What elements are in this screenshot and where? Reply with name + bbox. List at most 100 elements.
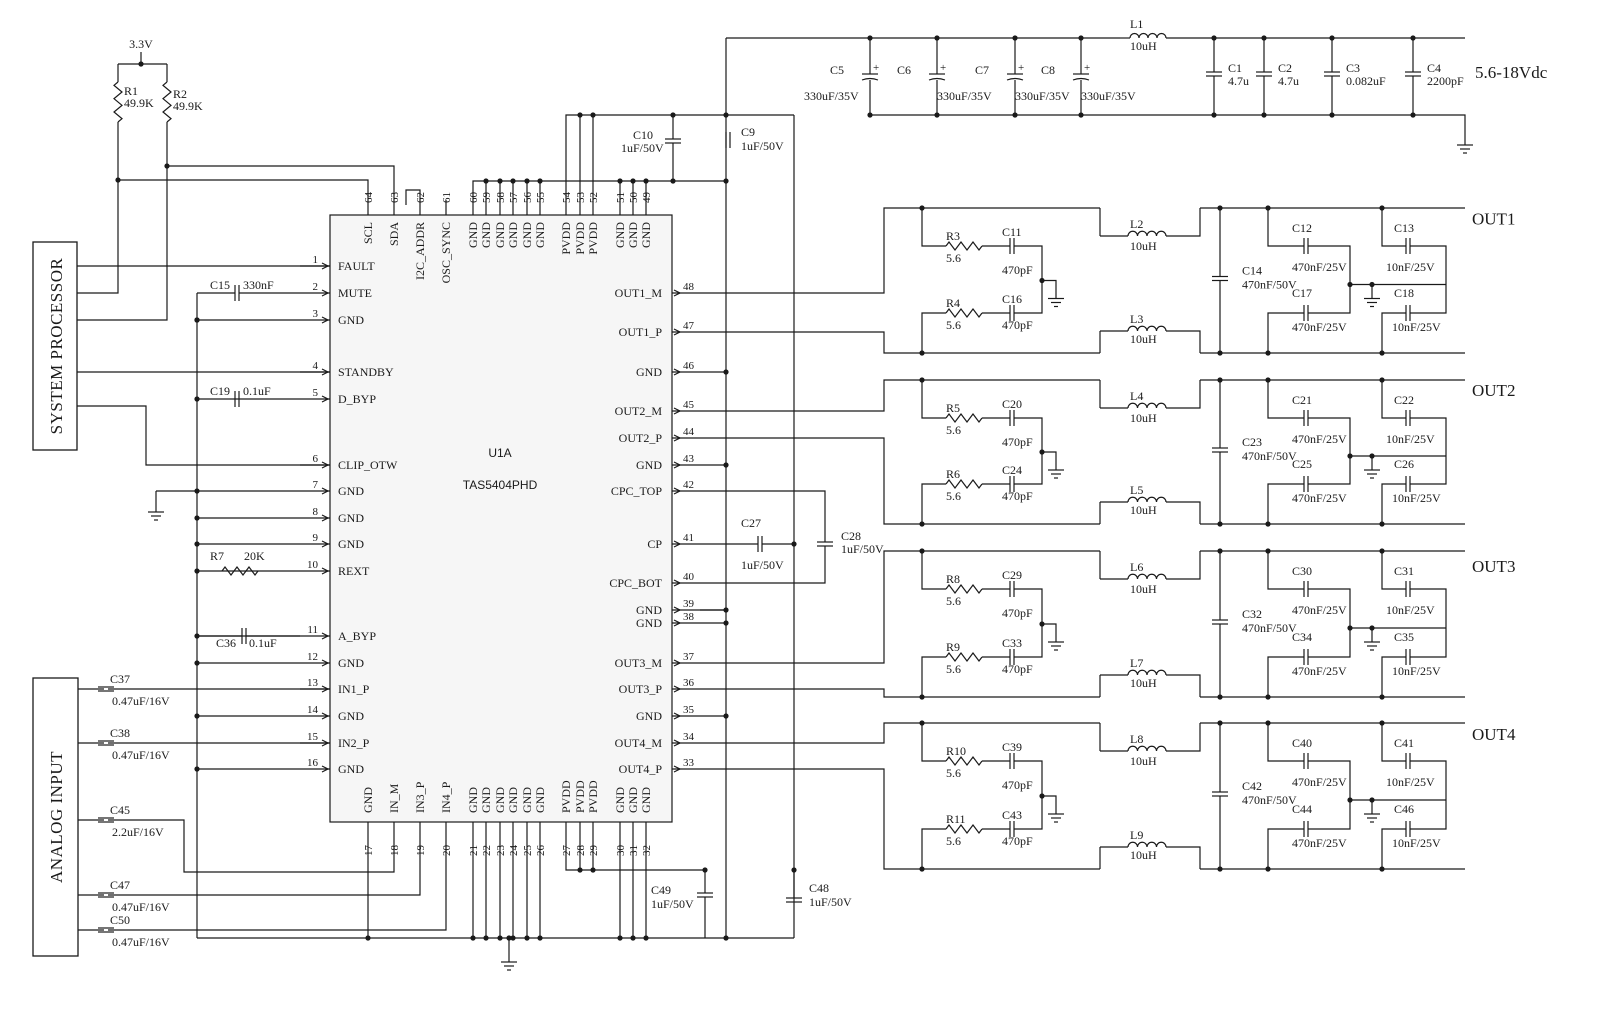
input-cap-value: 0.47uF/16V bbox=[112, 935, 170, 949]
junction-dot bbox=[643, 935, 649, 941]
r2-value: 49.9K bbox=[173, 99, 203, 113]
diff-cap-value: 470nF/50V bbox=[1242, 621, 1297, 635]
wire bbox=[700, 550, 1100, 664]
wire bbox=[1410, 284, 1447, 314]
analog-input-block bbox=[32, 677, 79, 957]
wire bbox=[1166, 674, 1201, 697]
pin-name: OUT4_P bbox=[619, 762, 663, 776]
pin-name: OUT2_P bbox=[619, 431, 663, 445]
junction-dot bbox=[723, 620, 729, 626]
input-cap-ref: C50 bbox=[110, 913, 130, 927]
cm-cap-ref: C44 bbox=[1292, 802, 1312, 816]
wire bbox=[1308, 628, 1351, 658]
snubber-r-value: 5.6 bbox=[946, 594, 961, 608]
pin-name: GND bbox=[533, 787, 547, 813]
electrolytic-cap bbox=[861, 77, 879, 81]
pin-name: MUTE bbox=[338, 286, 372, 300]
wire bbox=[1042, 795, 1057, 814]
pin-number: 55 bbox=[535, 192, 547, 204]
pin-name: GND bbox=[493, 222, 507, 248]
wire bbox=[700, 490, 826, 542]
wire bbox=[1308, 800, 1351, 830]
wire bbox=[1267, 656, 1304, 697]
wire bbox=[1410, 628, 1447, 658]
inductor-ref: L2 bbox=[1130, 217, 1143, 231]
wire bbox=[1014, 760, 1043, 796]
snubber-c-value: 470pF bbox=[1002, 263, 1033, 277]
pin-name: FAULT bbox=[338, 259, 375, 273]
junction-dot bbox=[497, 935, 503, 941]
junction-dot bbox=[115, 177, 121, 183]
c27-value: 1uF/50V bbox=[741, 558, 784, 572]
pin-name: STANDBY bbox=[338, 365, 394, 379]
wire bbox=[1267, 483, 1304, 524]
wire bbox=[1308, 588, 1351, 628]
pin-number: 3 bbox=[313, 308, 319, 320]
pin-number: 10 bbox=[307, 559, 319, 571]
pin-number: 23 bbox=[495, 845, 507, 857]
snubber-resistor bbox=[945, 824, 983, 834]
snubber-r-value: 5.6 bbox=[946, 834, 961, 848]
snubber-r-ref: R10 bbox=[946, 744, 966, 758]
junction-dot bbox=[617, 178, 623, 184]
cm-cap-ref: C18 bbox=[1394, 286, 1414, 300]
inductor-value: 10uH bbox=[1130, 332, 1157, 346]
wire bbox=[1014, 624, 1043, 658]
input-cap-value: 0.47uF/16V bbox=[112, 748, 170, 762]
pin-number: 21 bbox=[468, 845, 480, 856]
snubber-c-value: 470pF bbox=[1002, 662, 1033, 676]
wire bbox=[1166, 551, 1201, 580]
pin-number: 53 bbox=[575, 192, 587, 204]
pin-number: 2 bbox=[313, 281, 319, 293]
l1 bbox=[1129, 32, 1167, 39]
pin-name: CPC_TOP bbox=[611, 484, 662, 498]
bulk-cap-value: 330uF/35V bbox=[937, 89, 992, 103]
c27-ref: C27 bbox=[741, 516, 761, 530]
output-label: OUT2 bbox=[1472, 381, 1515, 400]
pin-number: 44 bbox=[683, 426, 695, 438]
wire bbox=[1410, 245, 1447, 285]
pin-arrow bbox=[321, 289, 330, 297]
input-cap-value: 2.2uF/16V bbox=[112, 825, 164, 839]
pin-arrow bbox=[321, 632, 330, 640]
pin-number: 51 bbox=[615, 192, 627, 203]
pin-name: IN_M bbox=[387, 783, 401, 813]
snubber-r-ref: R3 bbox=[946, 229, 960, 243]
wire bbox=[1381, 656, 1406, 697]
pin-number: 17 bbox=[363, 845, 375, 857]
wire bbox=[1166, 330, 1201, 353]
cm-cap-ref: C21 bbox=[1292, 393, 1312, 407]
c15-ref: C15 bbox=[210, 278, 230, 292]
pin-number: 52 bbox=[588, 192, 600, 203]
junction-dot bbox=[194, 766, 200, 772]
cm-cap-value: 10nF/25V bbox=[1392, 320, 1441, 334]
cm-cap-ref: C40 bbox=[1292, 736, 1312, 750]
c28-ref: C28 bbox=[841, 529, 861, 543]
ic-body bbox=[329, 214, 673, 823]
junction-dot bbox=[510, 935, 516, 941]
wire bbox=[921, 483, 946, 524]
cm-cap-value: 10nF/25V bbox=[1392, 664, 1441, 678]
pin-name: IN2_P bbox=[338, 736, 370, 750]
inductor-ref: L4 bbox=[1130, 389, 1143, 403]
pin-name: GND bbox=[636, 603, 662, 617]
output-inductor bbox=[1127, 496, 1167, 503]
l1-value: 10uH bbox=[1130, 39, 1157, 53]
output-inductor bbox=[1127, 745, 1167, 752]
inductor-ref: L3 bbox=[1130, 312, 1143, 326]
output-inductor bbox=[1127, 573, 1167, 580]
pin-arrow bbox=[321, 461, 330, 469]
pin-name: GND bbox=[636, 709, 662, 723]
inductor-ref: L5 bbox=[1130, 483, 1143, 497]
pin-name: PVDD bbox=[559, 222, 573, 255]
snubber-resistor bbox=[945, 413, 983, 423]
wire bbox=[700, 437, 1100, 525]
pin-name: SDA bbox=[387, 222, 401, 246]
pin-name: GND bbox=[479, 222, 493, 248]
pin-arrow bbox=[321, 514, 330, 522]
cm-cap-value: 10nF/25V bbox=[1392, 836, 1441, 850]
snubber-c-value: 470pF bbox=[1002, 606, 1033, 620]
wire bbox=[1014, 588, 1043, 624]
snubber-r-value: 5.6 bbox=[946, 251, 961, 265]
cm-cap-value: 470nF/25V bbox=[1292, 836, 1347, 850]
